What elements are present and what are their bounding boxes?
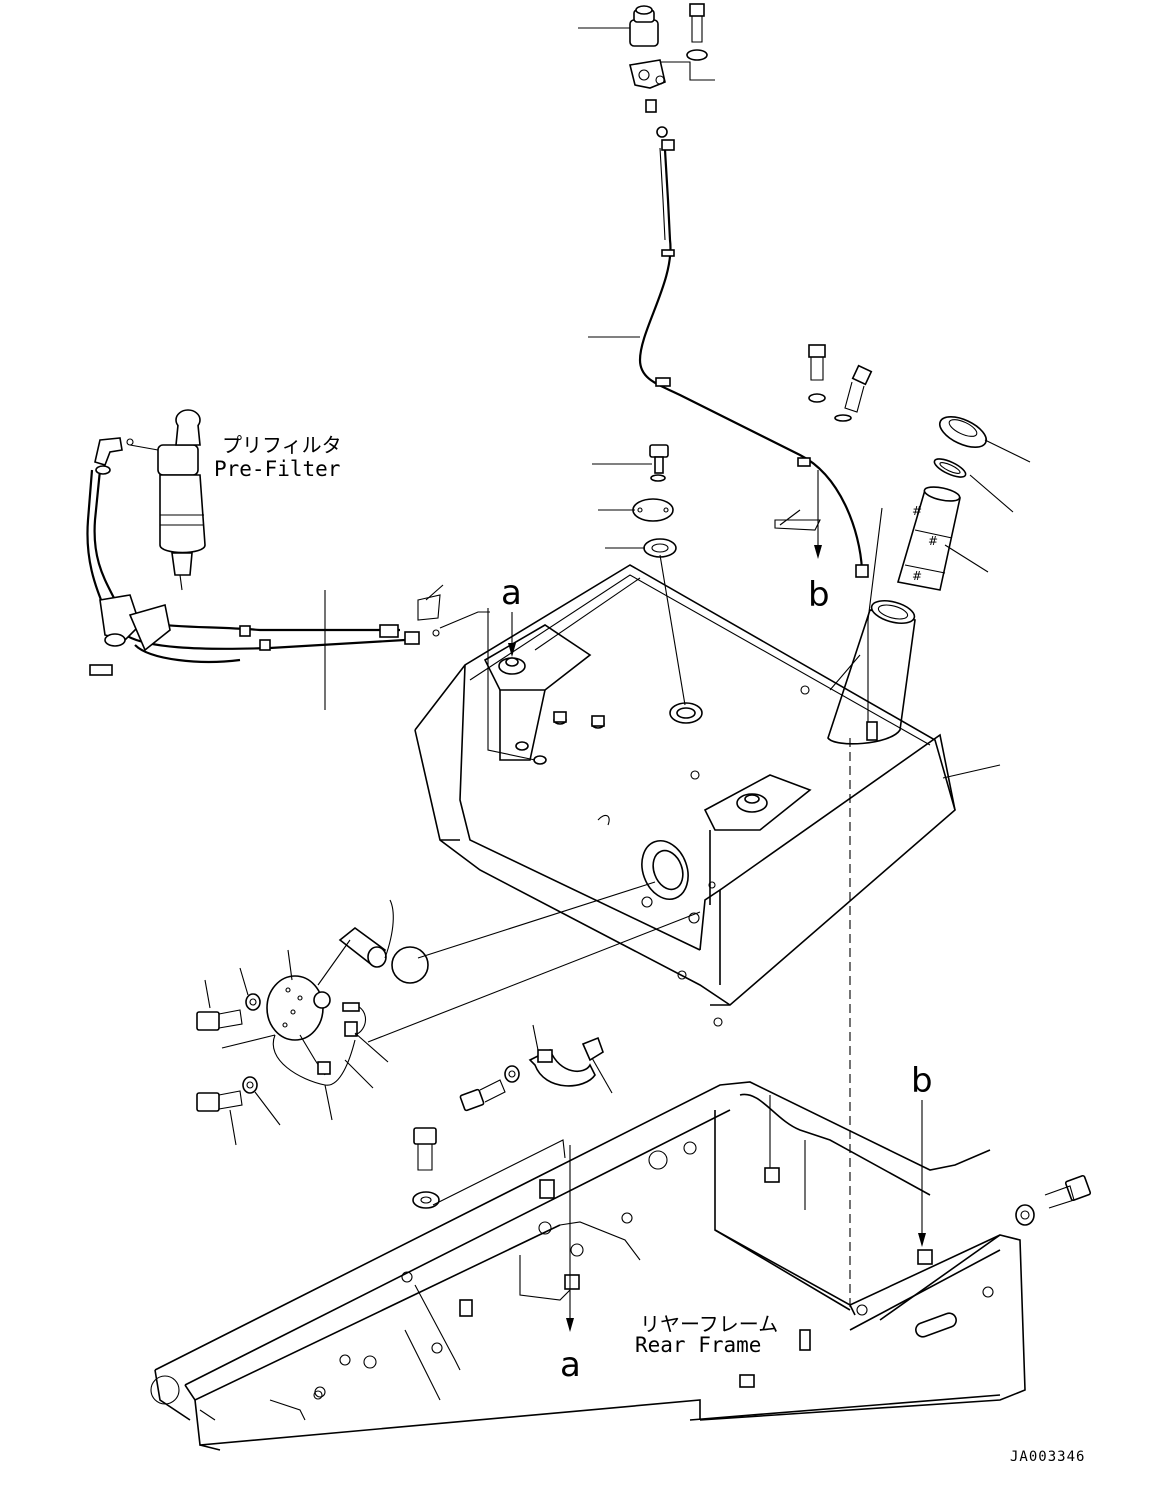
rear-frame [150, 1081, 1026, 1451]
svg-text:#: # [928, 534, 938, 548]
ref-mark-b-top: b [808, 575, 830, 615]
ref-mark-b-right: b [911, 1061, 933, 1101]
fuel-tank [414, 564, 956, 1027]
hose-clamp-assembly [459, 1036, 604, 1112]
pre-filter-assembly [86, 409, 441, 676]
prefilter-label-en: Pre-Filter [214, 457, 340, 481]
drawing-code: JA003346 [1010, 1449, 1085, 1465]
fuel-level-sender [196, 926, 429, 1112]
rear-frame-label-en: Rear Frame [635, 1333, 761, 1357]
ref-mark-a-bottom: a [560, 1345, 581, 1385]
svg-text:#: # [912, 569, 922, 583]
ref-mark-a-top: a [501, 573, 522, 613]
svg-text:#: # [912, 504, 922, 518]
rear-frame-label-jp: リヤーフレーム [640, 1312, 778, 1336]
filler-cap-parts: # # # [774, 344, 988, 591]
reference-arrows [508, 470, 926, 1332]
leader-lines [204, 27, 1031, 1206]
top-sender-parts [632, 444, 677, 558]
prefilter-label-jp: プリフィルタ [222, 433, 342, 457]
vent-hose-assembly [629, 3, 883, 741]
frame-mount-bolts [412, 1127, 1092, 1226]
